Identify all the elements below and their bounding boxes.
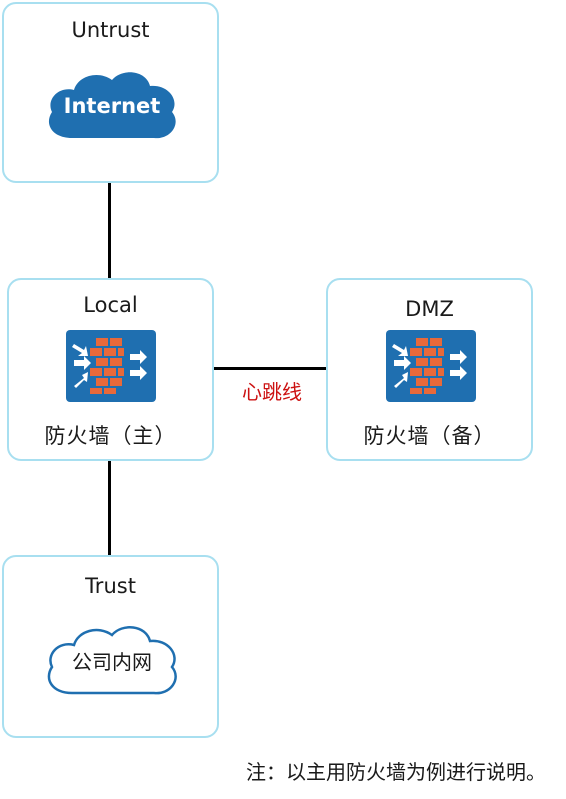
heartbeat-label: 心跳线 xyxy=(242,380,302,404)
internet-cloud-shape xyxy=(48,72,176,139)
cloud-label-internet: Internet xyxy=(64,94,161,118)
zone-title-untrust: Untrust xyxy=(71,18,150,42)
zone-untrust: Untrust Internet xyxy=(2,2,219,183)
heartbeat-link xyxy=(213,367,327,370)
link-local-trust xyxy=(108,460,111,555)
device-label-primary: 防火墙（主） xyxy=(44,424,177,448)
intranet-cloud-shape xyxy=(47,626,177,695)
footnote: 注：以主用防火墙为例进行说明。 xyxy=(246,760,546,784)
zone-title-trust: Trust xyxy=(85,574,136,598)
firewall-icon xyxy=(386,330,476,402)
cloud-icon: 公司内网 xyxy=(47,626,177,695)
zone-trust: Trust 公司内网 xyxy=(2,555,219,738)
zone-local: Local 防火墙（主） xyxy=(7,278,214,461)
link-untrust-local xyxy=(108,183,111,278)
zone-title-local: Local xyxy=(83,293,138,317)
device-label-standby: 防火墙（备） xyxy=(363,424,496,448)
zone-dmz: DMZ 防火墙（备） xyxy=(326,278,533,461)
zone-title-dmz: DMZ xyxy=(405,297,454,321)
cloud-icon: Internet xyxy=(48,72,176,139)
firewall-icon xyxy=(66,330,156,402)
cloud-label-intranet: 公司内网 xyxy=(72,650,152,674)
